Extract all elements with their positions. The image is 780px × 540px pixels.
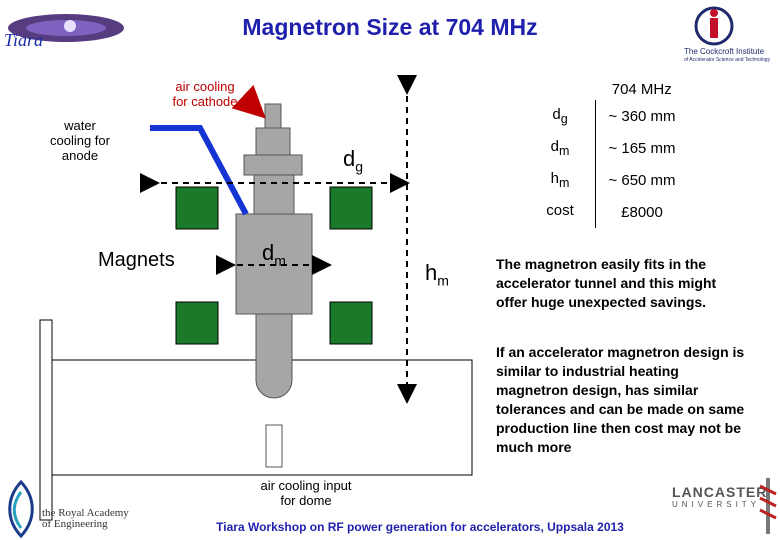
cathode-flange <box>243 154 303 176</box>
param-cell: dg <box>525 100 596 132</box>
footer: Tiara Workshop on RF power generation fo… <box>216 520 624 534</box>
value-cell: ~ 165 mm <box>608 139 676 157</box>
param-cell: cost <box>525 196 596 228</box>
tiara-logo-text: Tiara <box>4 30 44 50</box>
table-row: hm ~ 650 mm <box>525 164 688 196</box>
magnet-top-left <box>175 186 219 230</box>
cathode-stem-1 <box>255 127 291 157</box>
cathode-stem-2 <box>253 174 295 216</box>
tiara-logo <box>8 14 124 42</box>
spec-table: 704 MHz dg ~ 360 mm dm ~ 165 mm hm ~ 650… <box>525 78 688 228</box>
water-cooling-anode-label: water cooling for anode <box>50 118 110 163</box>
param-cell: dm <box>525 132 596 164</box>
air-cooling-cathode-label: air cooling for cathode <box>172 79 238 109</box>
paragraph-fits-tunnel: The magnetron easily fits in the acceler… <box>496 256 717 310</box>
value-cell: ~ 650 mm <box>608 171 676 189</box>
cockcroft-logo-text: The Cockcroft Institute of Accelerator S… <box>684 47 771 64</box>
magnet-bottom-left <box>175 301 219 345</box>
dm-label: dm <box>262 240 286 269</box>
dome <box>255 313 293 399</box>
table-row: cost £8000 <box>525 196 688 228</box>
dg-label: dg <box>343 146 364 175</box>
magnets-label: Magnets <box>98 249 175 271</box>
table-row: dg ~ 360 mm <box>525 100 688 132</box>
cathode-arrow <box>231 84 266 119</box>
air-cooling-dome-label: air cooling input for dome <box>260 478 352 508</box>
royal-academy-text: the Royal Academy of Engineering <box>42 507 129 530</box>
waveguide-flange <box>39 319 53 521</box>
royal-academy-logo <box>8 480 34 538</box>
magnet-bottom-right <box>329 301 373 345</box>
table-row: dm ~ 165 mm <box>525 132 688 164</box>
lancaster-logo-subtext: UNIVERSITY <box>672 500 761 509</box>
cathode-tip <box>264 103 282 131</box>
param-cell: hm <box>525 164 596 196</box>
value-cell: ~ 360 mm <box>608 107 676 125</box>
value-cell: £8000 <box>621 203 663 221</box>
paragraph-cost: If an accelerator magnetron design is si… <box>496 344 745 455</box>
magnet-top-right <box>329 186 373 230</box>
lancaster-logo-mark <box>759 478 777 534</box>
lancaster-logo-text: LANCASTER <box>672 484 768 500</box>
spec-table-header: 704 MHz <box>611 80 672 98</box>
dome-air-inlet <box>265 424 283 468</box>
page-title: Magnetron Size at 704 MHz <box>242 14 538 40</box>
hm-label: hm <box>425 260 449 289</box>
cockcroft-logo <box>694 6 734 46</box>
